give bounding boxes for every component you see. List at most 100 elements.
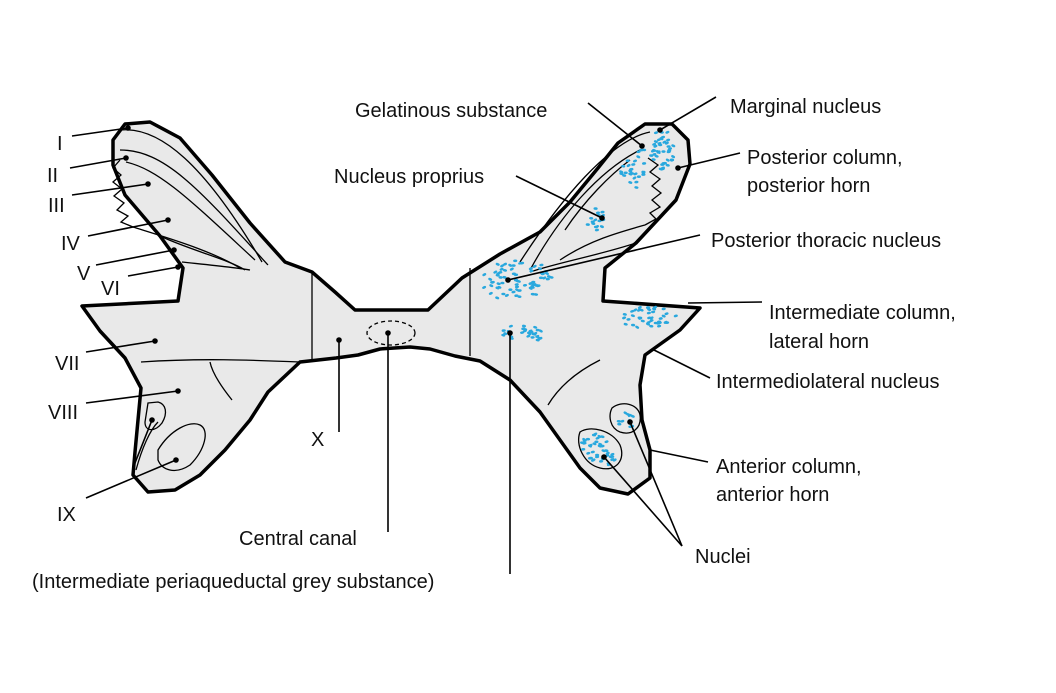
nucleus-dot xyxy=(549,276,554,279)
nucleus-dot xyxy=(591,433,597,437)
nucleus-dot xyxy=(496,282,501,286)
nucleus-dot xyxy=(661,314,666,318)
nucleus-dot xyxy=(597,444,602,448)
nucleus-dot xyxy=(500,264,505,268)
nucleus-dot xyxy=(623,322,628,326)
nucleus-dot xyxy=(501,292,506,296)
nucleus-dot xyxy=(520,331,525,334)
nucleus-dot xyxy=(591,458,595,462)
nucleus-dot xyxy=(495,262,500,266)
nucleus-dot xyxy=(651,158,656,161)
nucleus-dot xyxy=(528,267,533,271)
nucleus-dot xyxy=(595,225,599,229)
nucleus-dot xyxy=(530,284,535,288)
nucleus-dot xyxy=(522,329,527,333)
nucleus-dot xyxy=(511,264,516,267)
nucleus-dot xyxy=(628,169,633,173)
central-canal-ellipse xyxy=(366,320,416,346)
nucleus-dot xyxy=(653,144,658,148)
nucleus-dot xyxy=(633,308,638,312)
nucleus-dot xyxy=(661,307,666,311)
grey-matter-outline xyxy=(80,120,702,496)
nucleus-dot xyxy=(526,334,531,338)
label-lamina-7: VII xyxy=(55,353,79,375)
nucleus-dot xyxy=(482,285,487,289)
nucleus-dot xyxy=(658,167,663,171)
nucleus-dot xyxy=(646,306,651,309)
gelatinous-nucleus-dots xyxy=(619,148,647,189)
nucleus-dot xyxy=(652,148,657,152)
nucleus-dot xyxy=(626,318,631,321)
nucleus-dot xyxy=(498,276,503,279)
nucleus-dot xyxy=(502,269,508,272)
nucleus-dot xyxy=(528,286,533,290)
nucleus-dot xyxy=(489,284,494,288)
label-periaqueductal: (Intermediate periaqueductal grey substa… xyxy=(32,571,434,593)
nucleus-dot xyxy=(522,283,528,287)
nucleus-dot xyxy=(533,293,539,296)
nucleus-dot xyxy=(529,269,534,273)
nucleus-dot xyxy=(499,267,504,271)
nucleus-dot xyxy=(588,456,593,460)
nucleus-dot xyxy=(666,145,671,148)
nucleus-dot xyxy=(503,262,507,266)
nucleus-dot xyxy=(628,181,633,184)
nucleus-dot xyxy=(515,288,520,292)
nucleus-dot xyxy=(600,210,605,214)
nucleus-dot xyxy=(538,329,543,333)
nucleus-dot xyxy=(490,280,495,284)
nucleus-dot xyxy=(594,440,599,444)
commissure-lines xyxy=(311,268,471,360)
nucleus-dot xyxy=(588,443,593,447)
nucleus-dot xyxy=(638,316,643,320)
nucleus-dot xyxy=(508,263,513,267)
label-gelatinous-substance: Gelatinous substance xyxy=(355,100,547,122)
nucleus-dot xyxy=(665,321,670,325)
nucleus-dot xyxy=(545,277,550,281)
nucleus-dot xyxy=(652,307,657,311)
nucleus-dot xyxy=(636,150,641,154)
nucleus-dot xyxy=(595,436,600,440)
nucleus-dot xyxy=(636,175,641,179)
label-posterior-column-line1: Posterior column, xyxy=(747,147,903,169)
nucleus-dot xyxy=(649,319,654,323)
nucleus-dot xyxy=(513,259,518,263)
nucleus-dot xyxy=(592,442,597,446)
nucleus-dot xyxy=(653,131,659,135)
label-nucleus-proprius: Nucleus proprius xyxy=(334,166,484,188)
nucleus-dot xyxy=(665,163,670,167)
nucleus-dot xyxy=(482,273,487,277)
nucleus-dot xyxy=(664,312,669,316)
nucleus-dot xyxy=(665,158,670,162)
nucleus-dot xyxy=(500,281,505,285)
nucleus-dot xyxy=(532,264,537,268)
nucleus-dot xyxy=(591,222,596,225)
nucleus-dot xyxy=(670,158,675,162)
label-intermediolateral-nucleus: Intermediolateral nucleus xyxy=(716,371,939,393)
nucleus-dot xyxy=(513,273,519,277)
nucleus-dot xyxy=(637,305,642,310)
nucleus-dot xyxy=(631,163,636,166)
nucleus-dot xyxy=(625,159,630,163)
nucleus-dot xyxy=(594,228,599,232)
nucleus-dot xyxy=(582,441,587,445)
anterior-horn-nuclei-dots xyxy=(580,432,617,467)
intermediolateral-nucleus-dots xyxy=(622,305,678,329)
nucleus-dot xyxy=(581,447,586,451)
nucleus-dot xyxy=(654,154,659,158)
nucleus-dot xyxy=(634,180,639,184)
nucleus-dot xyxy=(530,336,535,339)
nucleus-dot xyxy=(626,413,631,416)
nucleus-dot xyxy=(595,453,600,457)
left-posterior-horn-laminae xyxy=(111,129,269,271)
label-posterior-column-line2: posterior horn xyxy=(747,175,870,197)
nucleus-dot xyxy=(657,142,662,145)
nucleus-dot xyxy=(633,172,638,176)
nucleus-dot xyxy=(514,283,519,286)
label-lamina-2: II xyxy=(47,165,58,187)
right-leader-lines xyxy=(505,96,763,547)
nucleus-dot xyxy=(532,332,537,336)
label-lamina-1: I xyxy=(57,133,63,155)
nucleus-dot xyxy=(508,324,513,328)
nucleus-dot xyxy=(589,216,594,220)
